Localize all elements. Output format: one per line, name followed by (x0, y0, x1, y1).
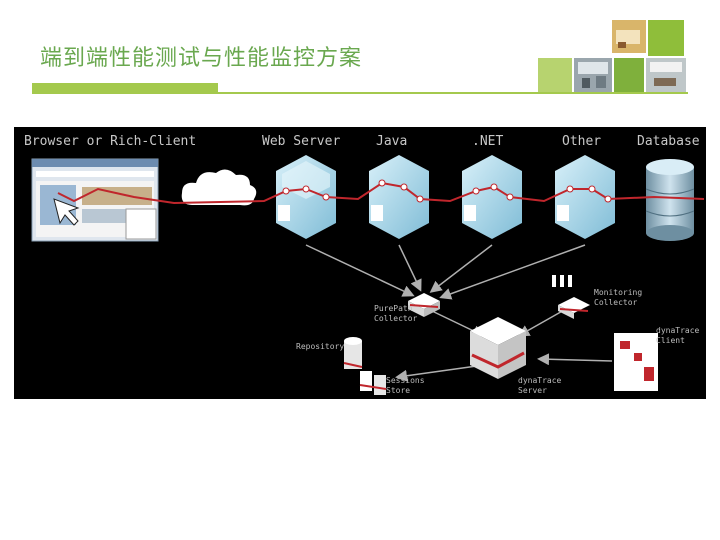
monitoring-collector-label-2: Collector (594, 298, 638, 307)
java-node (369, 155, 429, 239)
thumbnail-grid (538, 20, 686, 92)
title-accent-bar (32, 83, 218, 94)
tier-label-browser: Browser or Rich-Client (24, 134, 196, 149)
database-icon (645, 159, 695, 241)
monitoring-collector-label-1: Monitoring (594, 288, 642, 297)
browser-window (31, 158, 159, 242)
purepath-collector-label-2: Collector (374, 314, 418, 323)
trace-markers (282, 179, 612, 203)
tier-label-net: .NET (472, 134, 503, 149)
slide-title: 端到端性能测试与性能监控方案 (40, 46, 363, 71)
repository-icon (343, 337, 363, 369)
office-photo (612, 20, 646, 53)
cursor-icon (53, 198, 80, 226)
tier-label-database: Database (637, 134, 700, 149)
tier-label-web-server: Web Server (262, 134, 340, 149)
sessions-store-label-1: Sessions (386, 376, 425, 385)
dynatrace-server-label-2: Server (518, 386, 547, 395)
net-node (462, 155, 522, 239)
dynatrace-client-label-2: Client (656, 336, 685, 345)
green-square-decor-2 (614, 58, 644, 92)
dynatrace-client-icon (614, 333, 658, 391)
tier-label-other: Other (562, 134, 601, 149)
other-node (555, 155, 615, 239)
dynatrace-client-label-1: dynaTrace (656, 326, 700, 335)
monitoring-collector-icon (552, 275, 590, 319)
title-underline (218, 92, 688, 94)
green-square-decor (648, 20, 684, 56)
light-green-square-decor (538, 58, 572, 92)
architecture-diagram: Browser or Rich-Client Web Server Java .… (14, 127, 706, 399)
repository-label: Repository (296, 342, 344, 351)
meeting-room-photo (646, 58, 686, 92)
dynatrace-server-icon (470, 317, 526, 379)
dynatrace-server-label-1: dynaTrace (518, 376, 562, 385)
sessions-store-icon (359, 371, 387, 395)
internet-cloud-icon (181, 169, 257, 206)
sessions-store-label-2: Store (386, 386, 410, 395)
tier-label-java: Java (376, 134, 407, 149)
purepath-collector-label-1: PurePath (374, 304, 413, 313)
purepath-collector-icon (408, 293, 440, 317)
agent-icons (278, 205, 569, 221)
lobby-photo (574, 58, 612, 92)
